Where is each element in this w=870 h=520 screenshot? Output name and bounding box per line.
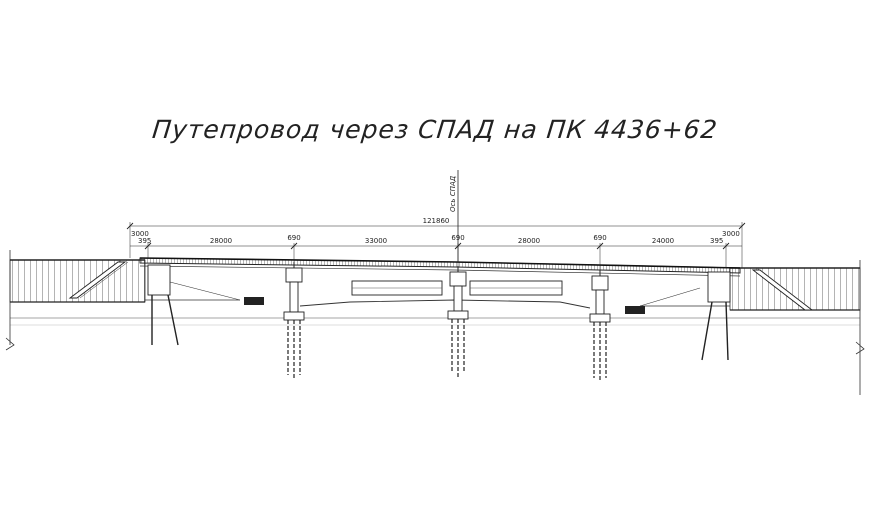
right-end-offset: 3000 [722, 230, 740, 238]
span-dimensions [130, 242, 742, 270]
left-abutment [147, 264, 179, 346]
axis-label: Ось СПАД [449, 175, 457, 212]
span-4-length: 24000 [652, 237, 674, 245]
right-embankment [639, 267, 861, 311]
pier-3 [589, 270, 611, 382]
pier-2-width: 690 [451, 234, 464, 242]
overall-dimension [126, 222, 746, 268]
pier-2 [447, 266, 469, 378]
bridge-deck [139, 257, 741, 277]
left-end-offset: 3000 [131, 230, 149, 238]
total-length-label: 121860 [423, 217, 450, 225]
right-abutment-offset: 395 [710, 237, 723, 245]
pier-1 [283, 262, 305, 380]
right-abutment [701, 271, 731, 361]
road-under-bridge [244, 280, 645, 314]
span-3-length: 28000 [518, 237, 540, 245]
pier-3-width: 690 [593, 234, 606, 242]
span-1-length: 28000 [210, 237, 232, 245]
left-abutment-offset: 395 [138, 237, 151, 245]
pier-1-width: 690 [287, 234, 300, 242]
span-2-length: 33000 [365, 237, 387, 245]
left-embankment [9, 259, 241, 303]
